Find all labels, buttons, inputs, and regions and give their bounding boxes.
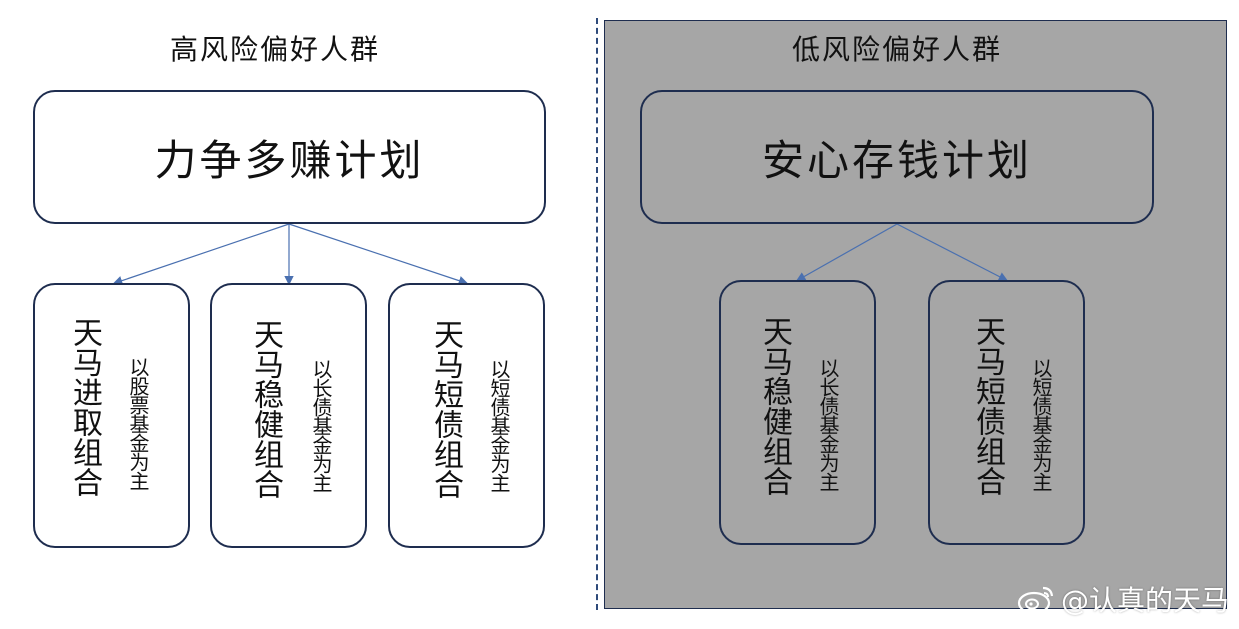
fund-name: 天马稳健组合	[248, 319, 283, 499]
fund-desc: 以短债基金为主	[487, 359, 511, 492]
right-plan-title: 安心存钱计划	[761, 135, 1032, 185]
right-heading: 低风险偏好人群	[791, 33, 1002, 66]
watermark: @认真的天马	[1015, 579, 1229, 619]
dashed-divider	[596, 18, 598, 610]
left-plan-box: 力争多赚计划	[33, 90, 546, 224]
weibo-icon	[1017, 586, 1054, 615]
fund-desc: 以短债基金为主	[1029, 358, 1053, 491]
watermark-text: @认真的天马	[1060, 584, 1229, 617]
fund-name: 天马短债组合	[970, 316, 1005, 496]
fund-desc: 以长债基金为主	[816, 358, 840, 491]
left-plan-title: 力争多赚计划	[154, 135, 425, 185]
right-plan-box: 安心存钱计划	[640, 90, 1154, 224]
left-fund-box-2: 天马稳健组合 以长债基金为主	[210, 283, 367, 548]
fund-desc: 以长债基金为主	[309, 359, 333, 492]
left-fund-box-3: 天马短债组合 以短债基金为主	[388, 283, 545, 548]
left-fund-box-1: 天马进取组合 以股票基金为主	[33, 283, 190, 548]
fund-name: 天马短债组合	[428, 319, 463, 499]
right-fund-box-2: 天马短债组合 以短债基金为主	[928, 280, 1085, 545]
left-heading: 高风险偏好人群	[169, 33, 380, 66]
fund-name: 天马稳健组合	[757, 316, 792, 496]
fund-name: 天马进取组合	[67, 317, 102, 497]
fund-desc: 以股票基金为主	[126, 357, 150, 490]
right-fund-box-1: 天马稳健组合 以长债基金为主	[719, 280, 876, 545]
